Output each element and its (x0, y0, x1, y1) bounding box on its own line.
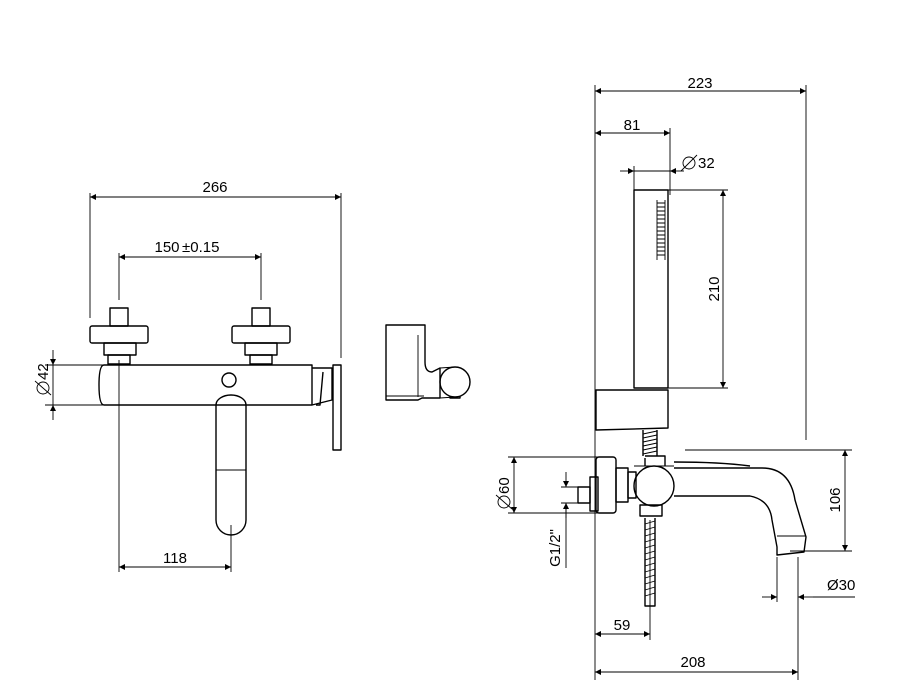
side-view: 223 81 32 210 60 G1/2" 106 Ø30 59 208 (495, 75, 855, 680)
dim-32-group: 32 (680, 154, 715, 172)
dim-118: 118 (163, 550, 187, 567)
dim-81: 81 (624, 117, 641, 134)
dim-thread: G1/2" (547, 529, 564, 567)
dim-150: 150 (154, 239, 179, 256)
dim-208: 208 (680, 654, 705, 671)
shower-bracket (595, 389, 669, 431)
dim-30: Ø30 (827, 577, 855, 594)
dim-42: 42 (35, 363, 52, 380)
hand-shower (633, 189, 669, 389)
right-inlet-connector (231, 307, 291, 365)
dim-32: 32 (698, 155, 715, 172)
shower-holder-view (385, 324, 471, 401)
dim-210: 210 (706, 276, 723, 301)
dim-59: 59 (614, 617, 631, 634)
mixer-body (98, 364, 342, 451)
spout (215, 394, 247, 536)
dim-42-group: 42 (34, 363, 52, 396)
dim-60-group: 60 (495, 477, 513, 510)
front-view: 266 150 ±0.15 42 118 (34, 179, 342, 572)
dim-223: 223 (687, 75, 712, 92)
dim-60: 60 (496, 477, 513, 494)
bath-spout (673, 461, 807, 556)
dim-150-tolerance: ±0.15 (182, 239, 219, 256)
diverter-body (577, 455, 675, 517)
shower-hose (642, 430, 658, 607)
left-inlet-connector (89, 307, 149, 365)
dim-106: 106 (827, 487, 844, 512)
dim-266: 266 (202, 179, 227, 196)
